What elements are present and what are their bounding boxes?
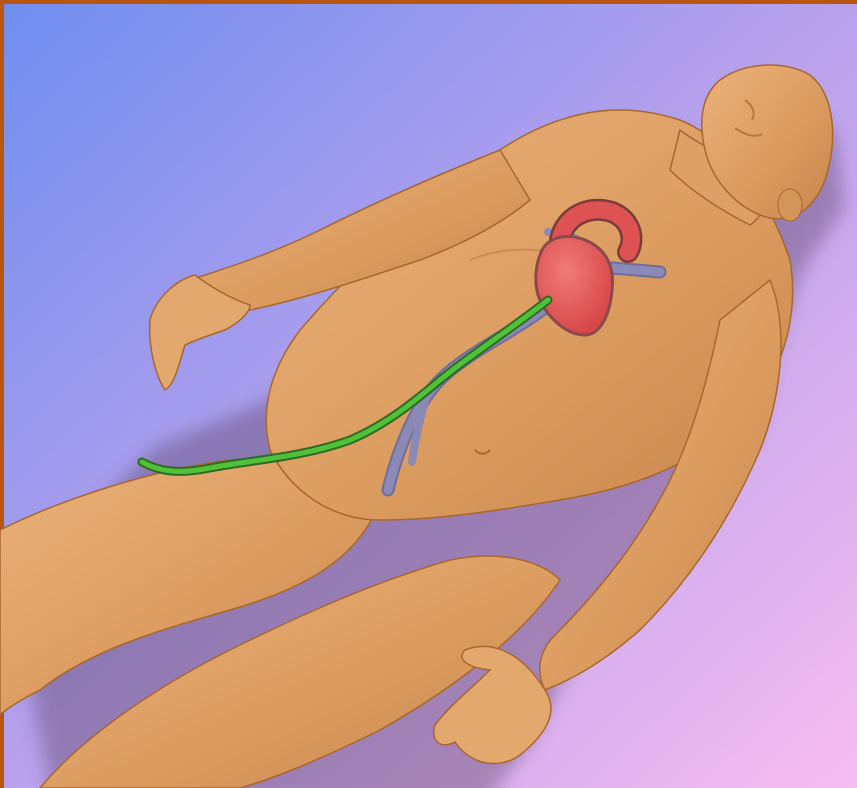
subclavian-vein-inner (612, 268, 660, 272)
ear (778, 189, 802, 221)
